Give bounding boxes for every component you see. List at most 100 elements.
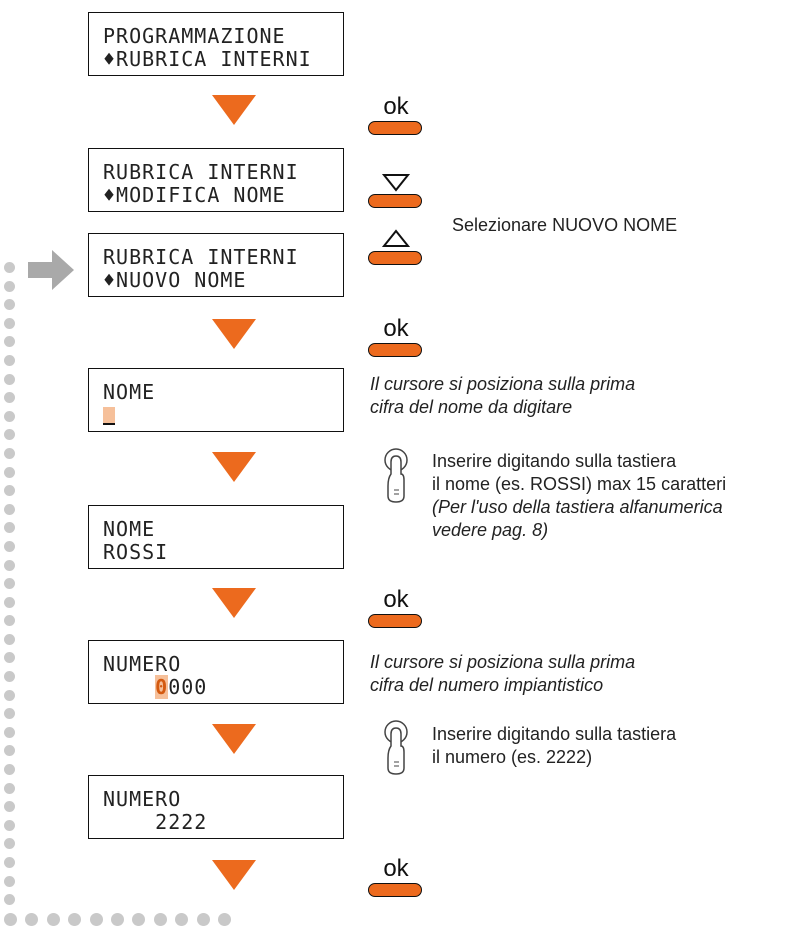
cursor-name-note: Il cursore si posiziona sulla prima cifr… xyxy=(370,373,635,419)
down-triangle-icon xyxy=(381,174,411,192)
loop-dot xyxy=(4,671,15,683)
loop-dot xyxy=(4,764,15,776)
insert-name-note: Inserire digitando sulla tastiera il nom… xyxy=(432,450,726,542)
lcd-line-2: ROSSI xyxy=(103,540,169,564)
lcd-line-1: NUMERO xyxy=(103,652,182,676)
loop-dot xyxy=(4,280,15,292)
loop-dot xyxy=(4,540,15,552)
lcd-line-1: NUMERO xyxy=(103,787,182,811)
up-key[interactable] xyxy=(368,229,424,265)
ok-label: ok xyxy=(383,315,409,342)
loop-dot xyxy=(175,913,189,926)
lcd-line-1: NOME xyxy=(103,380,156,404)
loop-dot xyxy=(46,913,60,926)
flow-arrow-3 xyxy=(212,452,256,482)
ok-key-1[interactable]: ok xyxy=(368,93,424,135)
loop-dot xyxy=(4,689,15,701)
down-key[interactable] xyxy=(368,172,424,208)
flow-arrow-6 xyxy=(212,860,256,890)
note-line: Il cursore si posiziona sulla prima xyxy=(370,374,636,394)
up-triangle-icon xyxy=(381,229,411,247)
flow-arrow-2 xyxy=(212,319,256,349)
insert-number-note: Inserire digitando sulla tastiera il num… xyxy=(432,723,676,769)
loop-dot xyxy=(4,838,15,850)
note-line: Il cursore si posiziona sulla prima xyxy=(370,652,636,672)
lcd-nuovo-nome: RUBRICA INTERNI ♦NUOVO NOME xyxy=(88,233,344,297)
lcd-line-1: RUBRICA INTERNI xyxy=(103,160,299,184)
ok-key-3[interactable]: ok xyxy=(368,586,424,628)
ok-label: ok xyxy=(383,93,409,120)
select-instruction: Selezionare NUOVO NOME xyxy=(452,215,678,235)
loop-dot xyxy=(4,615,15,627)
loop-dot xyxy=(4,894,15,906)
loop-dot xyxy=(4,299,15,311)
finger-press-icon xyxy=(384,448,408,503)
loop-dot xyxy=(4,317,15,329)
loop-dot xyxy=(4,447,15,459)
loop-dot xyxy=(4,875,15,887)
key-bar xyxy=(368,883,422,897)
loop-dot xyxy=(217,913,231,926)
remaining-digits: 000 xyxy=(168,675,208,699)
loop-dot xyxy=(4,354,15,366)
lcd-line-2: ♦MODIFICA NOME xyxy=(103,183,286,207)
note-line: vedere pag. 8) xyxy=(432,520,549,540)
loop-dot xyxy=(89,913,103,926)
cursor-block xyxy=(103,407,115,425)
loop-dot xyxy=(4,373,15,385)
lcd-numero-0000: NUMERO 0000 xyxy=(88,640,344,704)
loop-dot xyxy=(4,913,17,926)
loop-dot xyxy=(4,262,15,273)
loop-dot xyxy=(25,913,39,926)
ok-key-4[interactable]: ok xyxy=(368,855,424,897)
key-bar xyxy=(368,343,422,357)
note-line: il nome (es. ROSSI) max 15 caratteri xyxy=(432,474,727,494)
loop-dot xyxy=(153,913,167,926)
lcd-line-2: ♦RUBRICA INTERNI xyxy=(103,47,312,71)
loop-dot xyxy=(4,485,15,497)
lcd-line-2: 0000 xyxy=(103,675,343,699)
loop-dot xyxy=(4,503,15,515)
loop-dot xyxy=(4,466,15,478)
loop-dot xyxy=(4,857,15,868)
finger-press-icon xyxy=(384,720,408,775)
lcd-numero-2222: NUMERO 2222 xyxy=(88,775,344,839)
note-line: cifra del nome da digitare xyxy=(370,397,573,417)
note-line: Inserire digitando sulla tastiera xyxy=(432,724,677,744)
lcd-modifica-nome: RUBRICA INTERNI ♦MODIFICA NOME xyxy=(88,148,344,212)
ok-label: ok xyxy=(383,855,409,882)
loop-dot xyxy=(4,522,15,534)
loop-dot xyxy=(4,745,15,757)
note-line: (Per l'uso della tastiera alfanumerica xyxy=(432,497,723,517)
note-line: il numero (es. 2222) xyxy=(432,747,593,767)
key-bar xyxy=(368,194,422,208)
loop-dot xyxy=(4,596,15,608)
loop-dot xyxy=(4,633,15,645)
key-bar xyxy=(368,251,422,265)
flow-arrow-4 xyxy=(212,588,256,618)
loop-dot xyxy=(4,410,15,422)
loop-dot xyxy=(4,708,15,720)
loop-dot xyxy=(4,652,15,664)
key-bar xyxy=(368,121,422,135)
gray-arrow-icon xyxy=(28,250,74,290)
loop-dot xyxy=(4,392,15,404)
loop-dot xyxy=(4,801,15,813)
lcd-nome-rossi: NOME ROSSI xyxy=(88,505,344,569)
loop-dot xyxy=(4,726,15,738)
loop-dot xyxy=(196,913,210,926)
lcd-nome-empty: NOME xyxy=(88,368,344,432)
lcd-programmazione: PROGRAMMAZIONE ♦RUBRICA INTERNI xyxy=(88,12,344,76)
cursor-digit: 0 xyxy=(155,675,169,699)
ok-key-2[interactable]: ok xyxy=(368,315,424,357)
loop-dot xyxy=(4,819,15,831)
loop-dot xyxy=(68,913,82,926)
lcd-line-2 xyxy=(103,404,343,427)
loop-dot xyxy=(4,429,15,441)
return-loop-vertical xyxy=(4,262,16,913)
ok-label: ok xyxy=(383,586,409,613)
lcd-line-2: 2222 xyxy=(103,810,208,834)
cursor-number-note: Il cursore si posiziona sulla prima cifr… xyxy=(370,651,635,697)
loop-dot xyxy=(132,913,146,926)
loop-dot xyxy=(110,913,124,926)
